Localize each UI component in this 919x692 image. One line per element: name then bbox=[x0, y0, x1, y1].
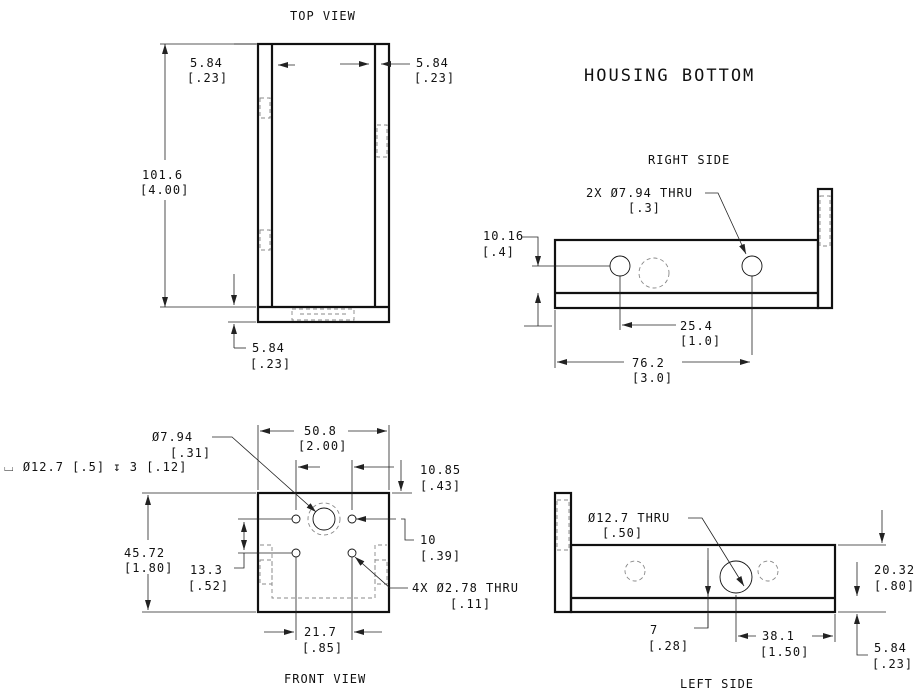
dim-top-height: 101.6 bbox=[142, 168, 183, 182]
dim-right-hole-callout: 2X Ø7.94 THRU bbox=[586, 186, 693, 200]
drawing-title: HOUSING BOTTOM bbox=[584, 66, 755, 86]
dim-right-hole-spacing: 25.4 bbox=[680, 319, 713, 333]
right-side-hole-1 bbox=[609, 255, 631, 277]
dim-front-width: 50.8 bbox=[304, 424, 337, 438]
dim-top-right-wall: 5.84 bbox=[416, 56, 449, 70]
dim-front-height: 45.72 bbox=[124, 546, 165, 560]
dim-left-hole-callout: Ø12.7 THRU bbox=[588, 511, 670, 525]
dim-front-small-holes: 4X Ø2.78 THRU bbox=[412, 581, 519, 595]
dim-left-height: 20.32 bbox=[874, 563, 915, 577]
dim-front-center-hole: Ø7.94 bbox=[152, 430, 193, 444]
dim-left-wall-inch: [.23] bbox=[872, 657, 913, 671]
dim-right-hole-callout-inch: [.3] bbox=[628, 201, 661, 215]
dim-front-hole-spacing: 21.7 bbox=[304, 625, 337, 639]
front-small-hole-3 bbox=[291, 548, 301, 558]
front-view-label: FRONT VIEW bbox=[284, 672, 366, 686]
dim-top-base-inch: [.23] bbox=[250, 357, 291, 371]
dim-front-hole-row: 13.3 bbox=[190, 563, 223, 577]
dim-top-right-wall-inch: [.23] bbox=[414, 71, 455, 85]
dim-front-center-hole-inch: [.31] bbox=[170, 446, 211, 460]
dim-left-wall: 5.84 bbox=[874, 641, 907, 655]
front-small-hole-2 bbox=[347, 514, 357, 524]
dim-front-top-offset: 10.85 bbox=[420, 463, 461, 477]
dim-left-hole-position: 38.1 bbox=[762, 629, 795, 643]
dim-left-height-inch: [.80] bbox=[874, 579, 915, 593]
right-side-hole-2 bbox=[741, 255, 763, 277]
left-side-hole bbox=[719, 560, 753, 594]
dim-front-height-inch: [1.80] bbox=[124, 561, 173, 575]
top-view-label: TOP VIEW bbox=[290, 9, 356, 23]
dim-front-hole-spacing-inch: [.85] bbox=[302, 641, 343, 655]
right-side-outline bbox=[553, 187, 834, 310]
dim-right-hole-height: 10.16 bbox=[483, 229, 524, 243]
dim-right-hole-height-inch: [.4] bbox=[482, 245, 515, 259]
dim-front-hole-row-inch: [.52] bbox=[188, 579, 229, 593]
front-view: FRONT VIEW ⌴ Ø12.7 [.5] ↧ 3 [.12] Ø7.94 … bbox=[4, 424, 519, 686]
top-view-hidden-features bbox=[259, 97, 388, 321]
front-counterbore-note: ⌴ Ø12.7 [.5] ↧ 3 [.12] bbox=[4, 460, 187, 474]
right-side-view: RIGHT SIDE 2X Ø7.94 THRU [.3] 10.16 [.4]… bbox=[482, 153, 834, 385]
dim-front-right-offset-inch: [.39] bbox=[420, 549, 461, 563]
front-view-outline bbox=[256, 491, 391, 614]
right-side-label: RIGHT SIDE bbox=[648, 153, 730, 167]
dim-front-small-holes-inch: [.11] bbox=[450, 597, 491, 611]
dim-right-length: 76.2 bbox=[632, 356, 665, 370]
left-side-outline bbox=[553, 491, 837, 614]
front-center-hole bbox=[312, 507, 336, 531]
dim-right-hole-spacing-inch: [1.0] bbox=[680, 334, 721, 348]
dim-top-base: 5.84 bbox=[252, 341, 285, 355]
dim-left-base-offset-inch: [.28] bbox=[648, 639, 689, 653]
dim-top-left-wall-inch: [.23] bbox=[187, 71, 228, 85]
left-side-view: LEFT SIDE Ø12.7 THRU [.50] 20.32 [.80] 5… bbox=[553, 491, 915, 691]
dim-top-left-wall: 5.84 bbox=[190, 56, 223, 70]
top-view-outline bbox=[256, 42, 391, 324]
dim-top-height-inch: [4.00] bbox=[140, 183, 189, 197]
dim-front-width-inch: [2.00] bbox=[298, 439, 347, 453]
dim-left-base-offset: 7 bbox=[650, 623, 658, 637]
dim-left-hole-position-inch: [1.50] bbox=[760, 645, 809, 659]
front-small-hole-4 bbox=[347, 548, 357, 558]
dim-front-right-offset: 10 bbox=[420, 533, 436, 547]
left-side-label: LEFT SIDE bbox=[680, 677, 754, 691]
top-view: TOP VIEW 5.84 [.23] 5.84 [.23] 101.6 bbox=[140, 9, 455, 371]
dim-left-hole-callout-inch: [.50] bbox=[602, 526, 643, 540]
front-small-hole-1 bbox=[291, 514, 301, 524]
dim-right-length-inch: [3.0] bbox=[632, 371, 673, 385]
dim-front-top-offset-inch: [.43] bbox=[420, 479, 461, 493]
